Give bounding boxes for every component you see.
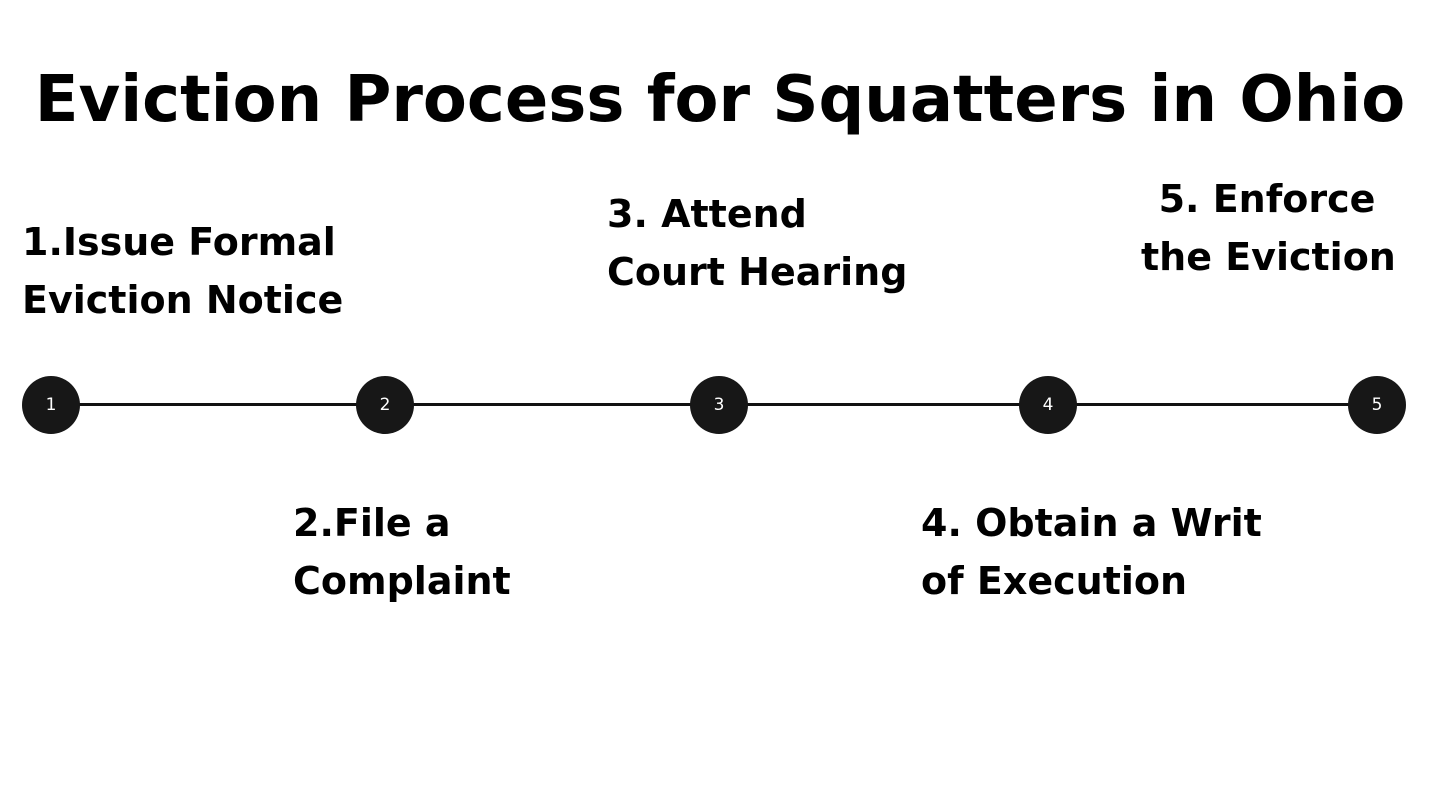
step-4-label: 4. Obtain a Writ of Execution [921,494,1262,610]
diagram-title: Eviction Process for Squatters in Ohio [34,63,1406,137]
timeline-node-4-number: 4 [1042,394,1054,415]
timeline-node-1: 1 [22,376,80,434]
step-2-label: 2.File a Complaint [293,494,511,610]
step-4-label-line-2: of Execution [921,559,1188,603]
step-3-label-line-1: 3. Attend [607,192,807,236]
step-4-label-line-1: 4. Obtain a Writ [921,501,1262,545]
timeline-node-2-number: 2 [379,394,391,415]
step-2-label-line-2: Complaint [293,559,511,603]
timeline-node-2: 2 [356,376,414,434]
step-3-label: 3. Attend Court Hearing [607,185,907,301]
step-1-label: 1.Issue Formal Eviction Notice [22,213,343,329]
timeline-node-4: 4 [1019,376,1077,434]
timeline-node-1-number: 1 [45,394,57,415]
step-2-label-line-1: 2.File a [293,501,451,545]
step-5-label: 5. Enforce the Eviction [1141,170,1396,286]
step-1-label-line-1: 1.Issue Formal [22,220,336,264]
step-5-label-line-2: the Eviction [1141,235,1396,279]
step-1-label-line-2: Eviction Notice [22,278,344,322]
timeline-node-3-number: 3 [713,394,725,415]
step-5-label-line-1: 5. Enforce [1158,177,1376,221]
timeline-node-3: 3 [690,376,748,434]
step-3-label-line-2: Court Hearing [607,250,908,294]
timeline-node-5: 5 [1348,376,1406,434]
timeline-node-5-number: 5 [1371,394,1383,415]
